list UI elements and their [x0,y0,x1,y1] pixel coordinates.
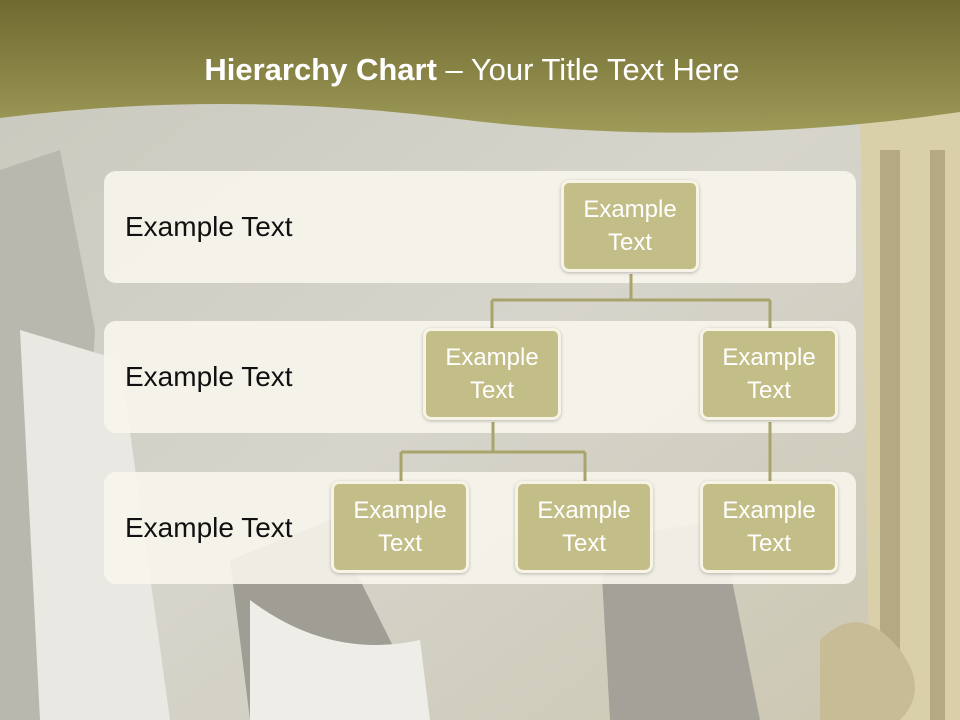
node-level3-c: Example Text [700,481,838,573]
slide-title: Hierarchy Chart – Your Title Text Here [0,52,944,88]
node-level3-b: Example Text [515,481,653,573]
title-bold: Hierarchy Chart [204,52,437,87]
level-label-3: Example Text [125,512,293,543]
level-band-1 [104,171,856,283]
level-label-1: Example Text [125,211,293,242]
level-label-2: Example Text [125,361,293,392]
node-level3-a: Example Text [331,481,469,573]
title-rest: – Your Title Text Here [436,52,740,87]
node-level2-left: Example Text [423,328,561,420]
node-level2-right: Example Text [700,328,838,420]
node-root: Example Text [561,180,699,272]
